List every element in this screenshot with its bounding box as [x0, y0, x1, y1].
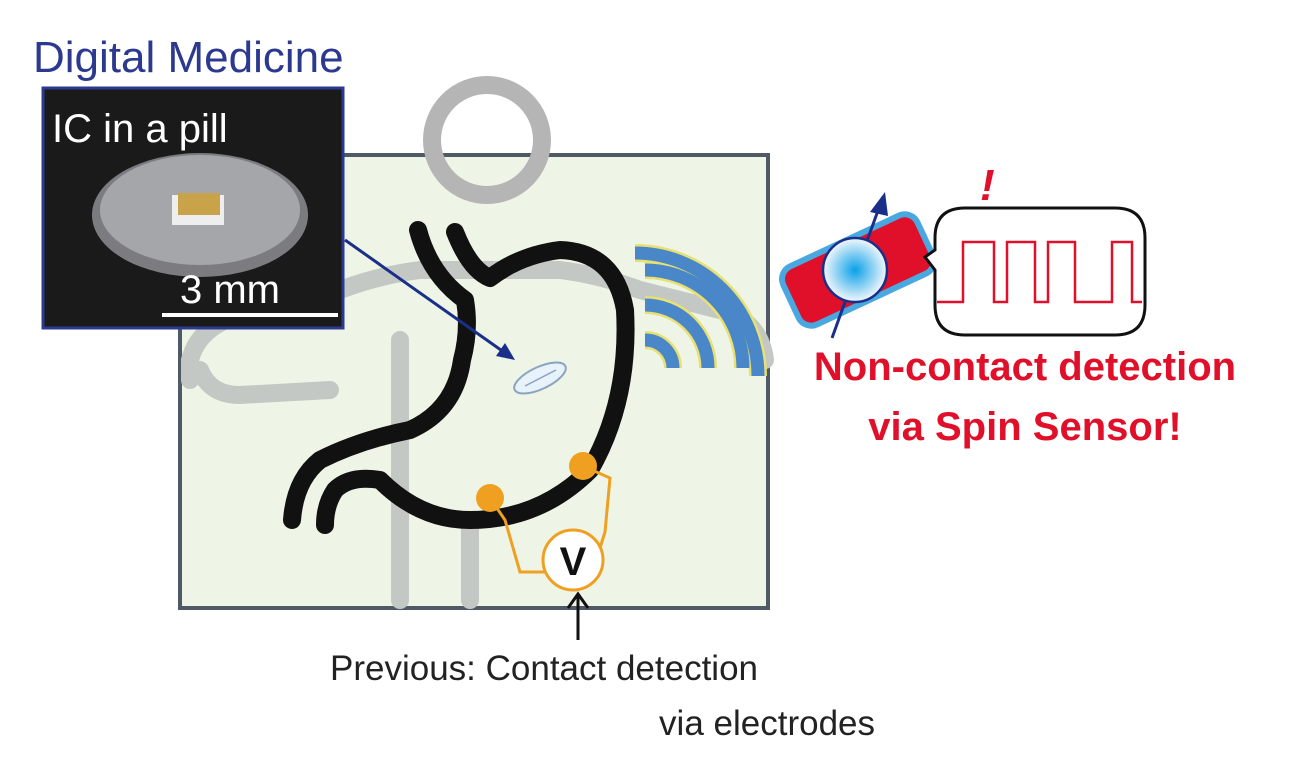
voltmeter-label: V — [560, 540, 587, 584]
pointer-arrow — [344, 238, 515, 360]
voltmeter-icon — [541, 528, 605, 592]
up-arrow-icon — [566, 591, 590, 640]
scale-label: 3 mm — [180, 268, 280, 312]
diagram-title: Digital Medicine — [33, 33, 344, 82]
spin-sensor-icon — [779, 192, 937, 339]
electrode-circuit: V — [476, 452, 612, 592]
photo-label: IC in a pill — [52, 107, 228, 151]
square-wave — [937, 240, 1142, 304]
exclamation-mark: ! — [980, 161, 995, 210]
ic-pill-photo — [41, 86, 345, 330]
previous-caption-line1: Previous: Contact detection — [330, 649, 758, 688]
previous-caption-line2: via electrodes — [659, 704, 875, 743]
electrode-dot — [569, 452, 597, 480]
spin-caption-line2: via Spin Sensor! — [868, 405, 1181, 449]
spin-caption-line1: Non-contact detection — [814, 345, 1236, 389]
pill-icon — [513, 361, 567, 395]
electrode-dot — [476, 484, 504, 512]
wireless-signal-icon — [634, 244, 767, 377]
signal-bubble — [922, 206, 1147, 337]
